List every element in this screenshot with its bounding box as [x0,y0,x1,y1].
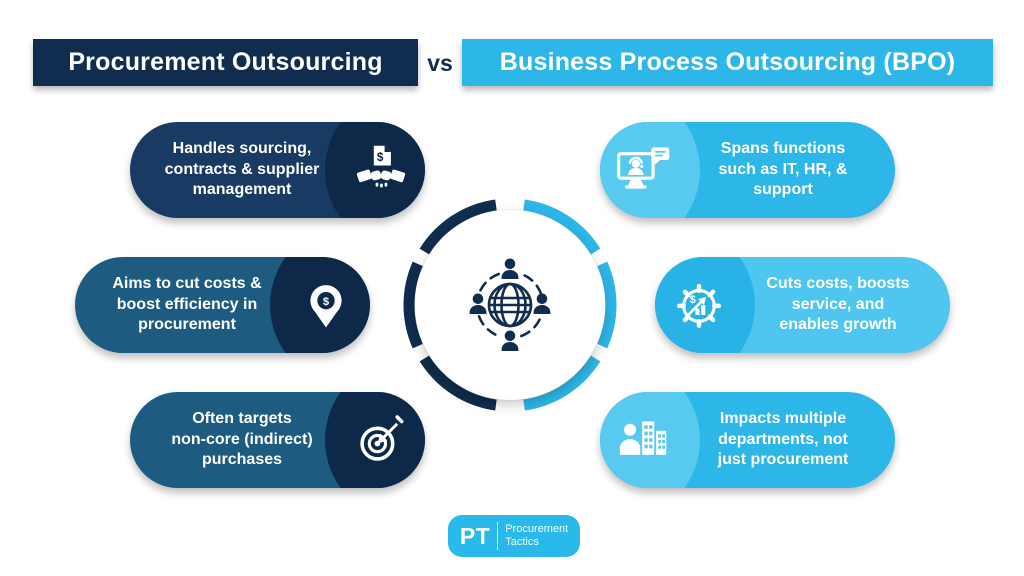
gear-growth-icon: $ [669,257,729,353]
procurement-point-1-pill: Handles sourcing, contracts & supplier m… [130,122,425,218]
pill-text: Handles sourcing, contracts & supplier m… [164,140,320,199]
cost-reduction-icon: $ [296,257,356,353]
pill-accent-shape [325,122,425,218]
pill-accent-shape [325,392,425,488]
title-bpo: Business Process Outsourcing (BPO) [462,39,993,86]
logo-divider [497,522,499,550]
handshake-deal-icon: $ [351,122,411,218]
global-network-icon [469,258,551,351]
logo-name-line1: Procurement [505,522,569,535]
svg-text:$: $ [690,294,696,306]
pill-accent-shape [270,257,370,353]
departments-icon [614,392,674,488]
svg-text:$: $ [377,151,384,164]
title-vs-label: vs [427,50,453,76]
pill-text: Cuts costs, boosts service, and enables … [766,275,910,334]
pill-text: Often targets non-core (indirect) purcha… [171,410,313,469]
pill-accent-shape [600,122,700,218]
bpo-point-3-pill: Impacts multiple departments, not just p… [600,392,895,488]
target-icon [351,392,411,488]
center-hub [398,193,622,417]
bpo-point-1-pill: Spans functions such as IT, HR, & suppor… [600,122,895,218]
svg-text:$: $ [323,296,330,308]
logo-name-line2: Tactics [505,536,539,548]
procurement-point-2-pill: Aims to cut costs & boost efficiency in … [75,257,370,353]
it-support-icon [614,122,674,218]
procurement-tactics-logo: PT Procurement Tactics [448,515,580,557]
pill-text: Impacts multiple departments, not just p… [717,410,849,469]
segmented-ring [403,199,617,411]
logo-abbr: PT [459,522,491,549]
title-procurement-outsourcing: Procurement Outsourcing [33,39,418,86]
pill-text: Aims to cut costs & boost efficiency in … [112,275,262,334]
pill-text: Spans functions such as IT, HR, & suppor… [718,140,848,199]
bpo-point-2-pill: Cuts costs, boosts service, and enables … [655,257,950,353]
procurement-point-3-pill: Often targets non-core (indirect) purcha… [130,392,425,488]
